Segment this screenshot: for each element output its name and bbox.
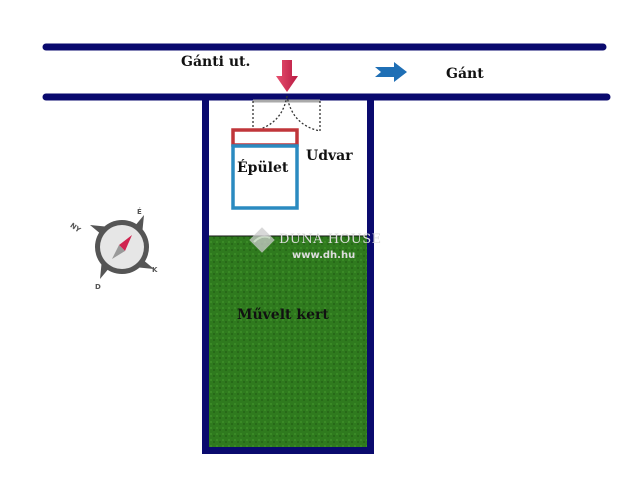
- entrance-arrow-icon: [276, 60, 298, 92]
- garden-label: Művelt kert: [237, 307, 329, 323]
- compass-south: D: [95, 283, 101, 291]
- building: [231, 144, 299, 210]
- building-front: [231, 128, 299, 147]
- direction-arrow-icon: [375, 62, 407, 82]
- watermark-brand: DUNA HOUSE: [279, 232, 382, 247]
- yard-label: Udvar: [306, 148, 353, 164]
- garden-area: [209, 236, 367, 447]
- compass-east: K: [152, 266, 158, 274]
- compass-north: É: [137, 207, 142, 216]
- building-label: Épület: [237, 160, 289, 176]
- compass-icon: NY É K D: [68, 207, 158, 291]
- watermark-url: www.dh.hu: [292, 250, 356, 261]
- street-label: Gánti ut.: [181, 54, 251, 70]
- direction-label: Gánt: [446, 66, 484, 82]
- plot-border: [202, 97, 374, 454]
- compass-west: NY: [68, 221, 82, 234]
